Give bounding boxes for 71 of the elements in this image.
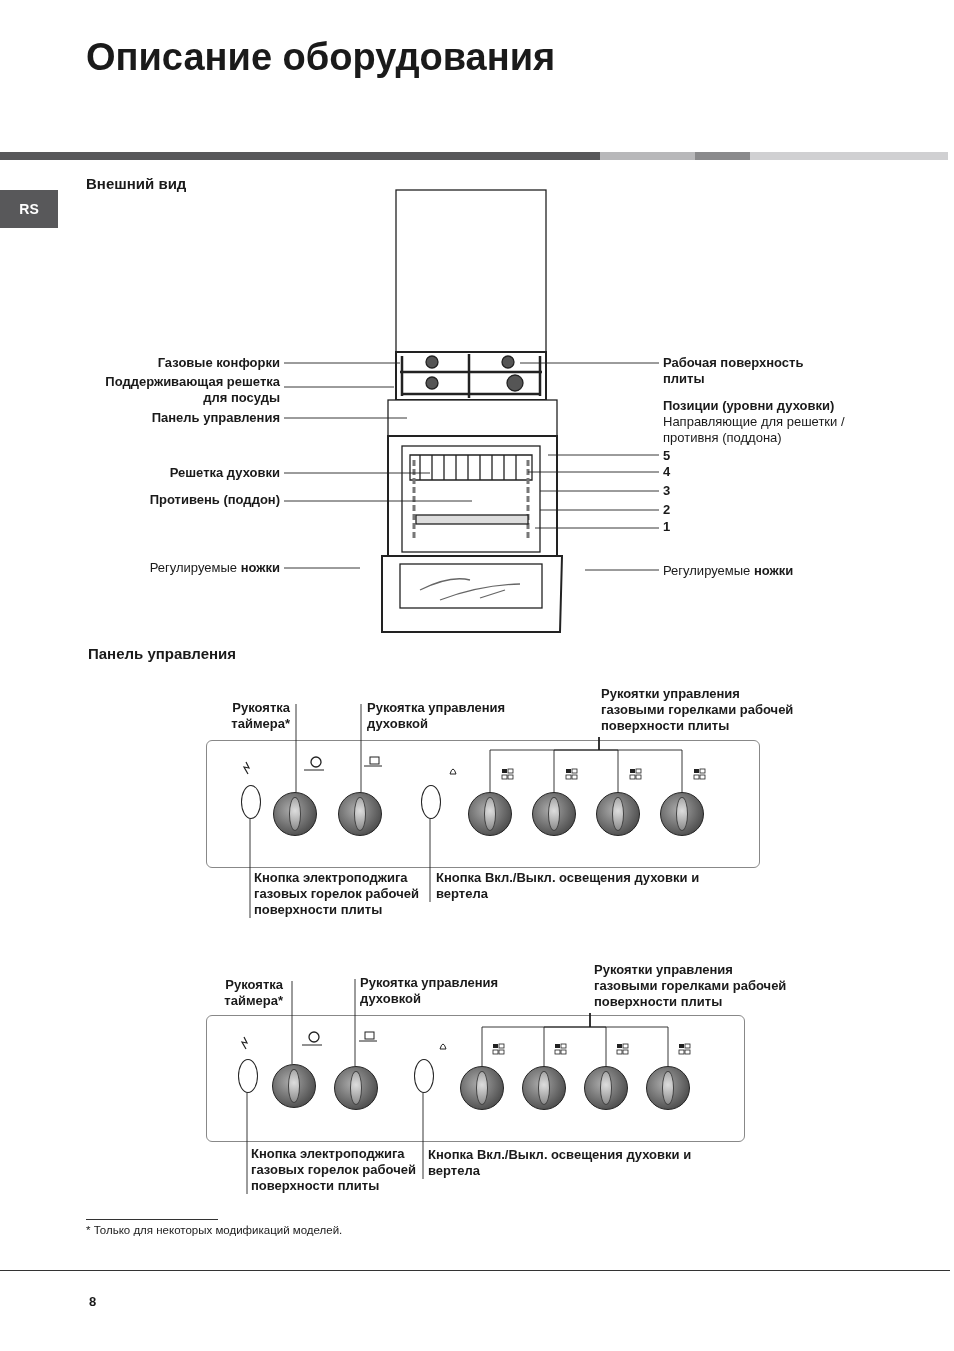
leader-line	[291, 980, 293, 1065]
leader-line	[534, 527, 660, 529]
leader-line	[283, 500, 473, 502]
control-knob	[468, 792, 512, 836]
control-knob	[646, 1066, 690, 1110]
callout-label: Рукоятка таймера*	[206, 700, 290, 732]
callout-label: Кнопка Вкл./Выкл. освещения духовки и вертела	[436, 870, 726, 902]
control-panel	[206, 1015, 745, 1142]
control-knob	[584, 1066, 628, 1110]
leader-line	[547, 454, 660, 456]
push-button	[241, 785, 261, 819]
leader-line	[283, 386, 395, 388]
leader-line	[354, 978, 356, 1067]
leader-line	[283, 362, 401, 364]
leader-line	[249, 818, 251, 919]
leader-line	[246, 1092, 248, 1195]
leader-line	[283, 417, 408, 419]
callout-label: Регулируемые ножки	[80, 560, 280, 576]
callout-label: Рукоятка управления духовкой	[367, 700, 537, 732]
callout-label: Рукоятка таймера*	[199, 977, 283, 1009]
leader-line	[527, 471, 660, 473]
callout-label: Регулируемые ножки	[663, 563, 863, 579]
control-knob	[596, 792, 640, 836]
push-button	[238, 1059, 258, 1093]
control-knob	[273, 792, 317, 836]
callout-label: Рукоятки управления газовыми горелками рабочей поверхности плиты	[601, 686, 806, 734]
footnote: * Только для некоторых модификаций моделей.	[86, 1224, 343, 1236]
push-button	[421, 785, 441, 819]
leader-line	[589, 1012, 669, 1067]
leader-line	[295, 703, 297, 793]
control-knob	[522, 1066, 566, 1110]
control-knob	[272, 1064, 316, 1108]
leader-line	[422, 1092, 424, 1180]
leader-line	[429, 818, 431, 903]
control-knob	[334, 1066, 378, 1110]
callout-label: Кнопка электроподжига газовых горелок рабочей поверхности плиты	[254, 870, 434, 918]
section-heading: Панель управления	[88, 645, 237, 662]
page-title: Описание оборудования	[86, 35, 556, 80]
control-knob	[532, 792, 576, 836]
section-heading: Внешний вид	[86, 175, 187, 192]
callout-label: Противень (поддон)	[80, 492, 280, 508]
callout-label: 4	[663, 464, 683, 480]
callout-description: Направляющие для решетки / противня (поддона)	[663, 414, 846, 446]
control-knob	[338, 792, 382, 836]
callout-label: Панель управления	[80, 410, 280, 426]
callout-label: Рукоятка управления духовкой	[360, 975, 530, 1007]
control-knob	[460, 1066, 504, 1110]
callout-label: Поддерживающая решетка для посуды	[80, 374, 280, 406]
control-panel	[206, 740, 760, 868]
callout-label: Рукоятки управления газовыми горелками рабочей поверхности плиты	[594, 962, 799, 1010]
leader-line	[283, 567, 361, 569]
callout-label: Решетка духовки	[80, 465, 280, 481]
callout-label: 1	[663, 519, 683, 535]
callout-label: Рабочая поверхность плиты	[663, 355, 833, 387]
page-number: 8	[89, 1294, 97, 1309]
control-knob	[660, 792, 704, 836]
callout-label: Газовые конфорки	[80, 355, 280, 371]
push-button	[414, 1059, 434, 1093]
leader-line	[598, 736, 683, 793]
callout-label: 3	[663, 483, 683, 499]
callout-label: 5	[663, 448, 683, 464]
leader-line	[584, 569, 660, 571]
language-tab: RS	[0, 190, 58, 228]
leader-line	[539, 509, 660, 511]
callout-label: Позиции (уровни духовки)	[663, 398, 836, 414]
leader-line	[360, 703, 362, 793]
callout-label: Кнопка Вкл./Выкл. освещения духовки и вертела	[428, 1147, 718, 1179]
leader-line	[283, 472, 431, 474]
leader-line	[519, 362, 660, 364]
leader-line	[539, 490, 660, 492]
callout-label: 2	[663, 502, 683, 518]
